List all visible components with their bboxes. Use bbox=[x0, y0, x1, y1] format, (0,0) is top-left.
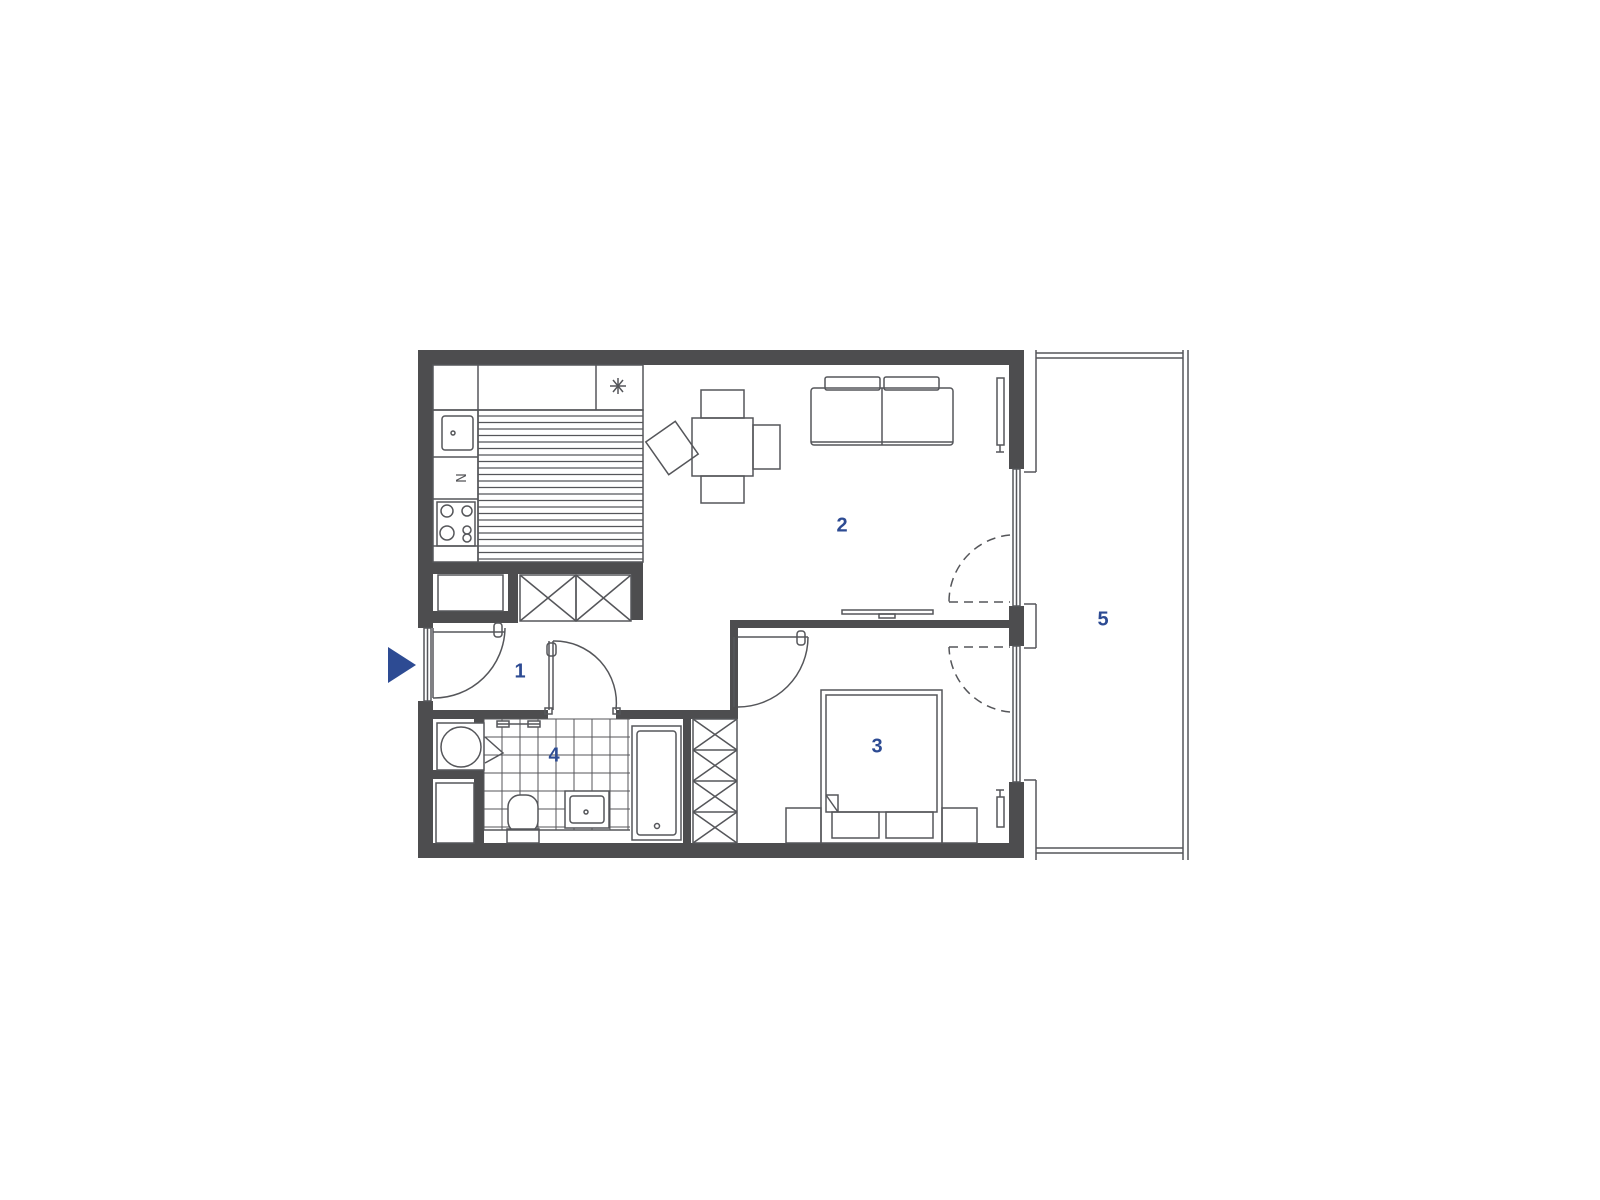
tv-unit bbox=[841, 609, 934, 619]
dining-set bbox=[644, 389, 781, 504]
wall-storage-right bbox=[631, 562, 643, 620]
sofa bbox=[810, 376, 954, 446]
wall-right-1 bbox=[1009, 350, 1024, 469]
entrance-door-swing bbox=[432, 627, 506, 699]
room-label-living-kitchen: 2 bbox=[836, 514, 847, 536]
entrance-door bbox=[423, 627, 432, 702]
extractor-icon bbox=[610, 378, 626, 394]
kitchen-counter-top bbox=[432, 364, 644, 411]
wall-bath-left-closet bbox=[474, 710, 484, 858]
balcony-door-swing-bedroom bbox=[948, 646, 1011, 713]
island-stripes bbox=[478, 415, 643, 560]
bathroom-door-swing bbox=[552, 640, 618, 711]
balcony-door-swing-living bbox=[948, 534, 1011, 603]
wall-kitchen-hall bbox=[418, 562, 643, 574]
wall-living-bedroom bbox=[730, 620, 1010, 628]
room-label-bedroom: 3 bbox=[871, 735, 882, 757]
wall-bath-right bbox=[683, 710, 691, 858]
bed bbox=[785, 689, 978, 844]
wardrobe bbox=[692, 718, 738, 844]
wall-storage-mid bbox=[508, 562, 518, 623]
wall-storage-bottom bbox=[418, 611, 508, 623]
balcony bbox=[1024, 350, 1189, 860]
bedroom-door-swing bbox=[737, 636, 809, 708]
bathroom-fixtures bbox=[435, 720, 682, 844]
doors bbox=[432, 622, 809, 715]
room-label-balcony: 5 bbox=[1097, 608, 1108, 630]
storage-cabinet-2 bbox=[575, 574, 632, 622]
hob-icon bbox=[436, 501, 476, 547]
dining-table bbox=[691, 417, 754, 477]
radiator-bedroom bbox=[996, 789, 1005, 828]
washbasin-icon bbox=[564, 790, 610, 829]
chair-top bbox=[700, 389, 745, 419]
kitchen: N bbox=[432, 364, 644, 563]
windows bbox=[948, 468, 1021, 783]
chair-bottom bbox=[700, 475, 745, 504]
wall-left-lower bbox=[418, 701, 433, 858]
storage-cabinets bbox=[437, 574, 632, 622]
fridge-icon: N bbox=[452, 473, 467, 483]
bathtub-icon bbox=[631, 725, 682, 841]
room-label-bathroom: 4 bbox=[548, 744, 560, 766]
sink-icon bbox=[441, 415, 474, 451]
radiator-living bbox=[996, 377, 1005, 453]
closet bbox=[435, 782, 475, 844]
nightstand-right bbox=[941, 807, 978, 844]
wall-bath-top-2 bbox=[616, 710, 738, 719]
kitchen-island bbox=[477, 409, 644, 563]
walls bbox=[418, 350, 1024, 858]
washing-machine-icon bbox=[436, 722, 505, 771]
chair-right bbox=[752, 424, 781, 470]
wall-bath-closet-split bbox=[418, 770, 484, 779]
chair-left bbox=[644, 420, 700, 476]
wall-right-3 bbox=[1009, 782, 1024, 858]
wall-top bbox=[418, 350, 1024, 365]
room-label-hall: 1 bbox=[514, 660, 525, 682]
wall-bottom bbox=[418, 843, 1024, 858]
entrance-arrow-icon bbox=[388, 647, 416, 683]
toilet-icon bbox=[506, 794, 540, 844]
nightstand-left bbox=[785, 807, 822, 844]
wall-right-2 bbox=[1009, 606, 1024, 646]
wall-left-upper bbox=[418, 350, 433, 628]
